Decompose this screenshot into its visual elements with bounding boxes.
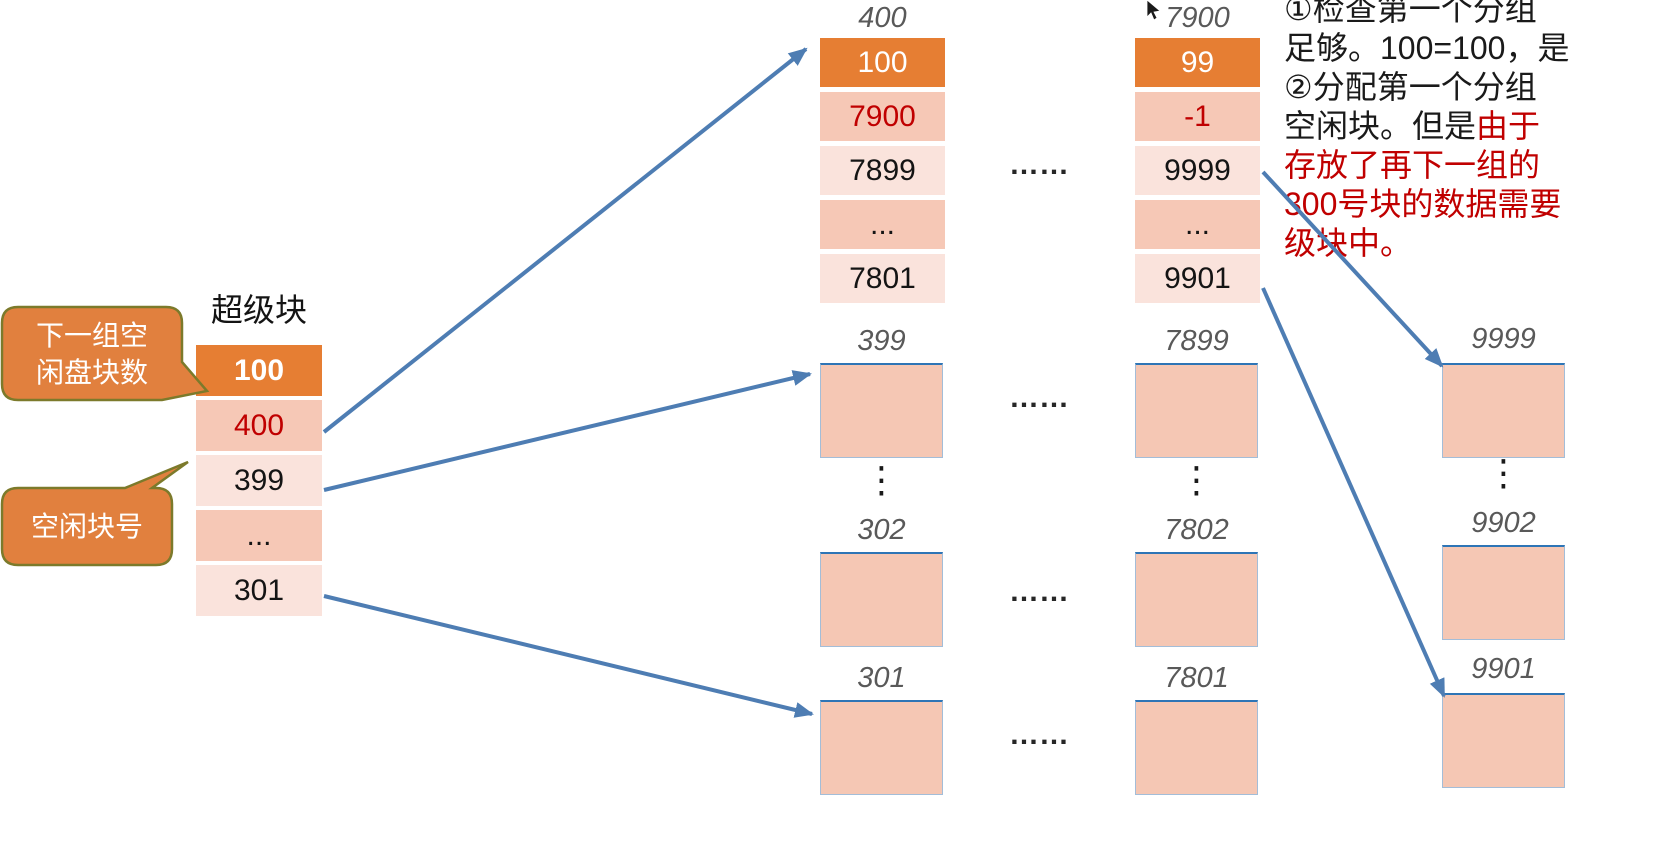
superblock-title: 超级块 xyxy=(211,292,308,328)
annotation-line: 300号块的数据需要 xyxy=(1284,186,1562,222)
block-label: 301 xyxy=(857,662,906,694)
group-table-400-header: 400 xyxy=(858,2,907,34)
superblock-cell: 301 xyxy=(196,565,322,616)
group-cell: ... xyxy=(1135,200,1260,249)
block-label: 9901 xyxy=(1471,653,1536,685)
callout-free-block-number: 空闲块号 xyxy=(2,488,172,565)
disk-block xyxy=(1135,552,1258,647)
group-table-400: 100 7900 7899 ... 7801 xyxy=(820,38,945,303)
callout-next-group-count: 下一组空闲盘块数 xyxy=(2,307,182,400)
horizontal-ellipsis: …… xyxy=(1009,575,1069,608)
callout-label: 空闲块号 xyxy=(30,511,143,542)
annotation-line: ①检查第一个分组 xyxy=(1284,0,1537,27)
group-table-7900: 99 -1 9999 ... 9901 xyxy=(1135,38,1260,303)
callout-label: 下一组空闲盘块数 xyxy=(35,319,148,388)
group-cell: 7900 xyxy=(820,92,945,141)
block-label: 302 xyxy=(857,514,906,546)
arrow-superblock-to-block301 xyxy=(323,594,814,718)
group-cell: 7801 xyxy=(820,254,945,303)
annotation-segment: 空闲块。但是 xyxy=(1284,108,1477,144)
horizontal-ellipsis: …… xyxy=(1009,381,1069,414)
block-label: 7802 xyxy=(1164,514,1229,546)
superblock-cell-free-count: 100 xyxy=(196,345,322,396)
annotation-text: ①检查第一个分组 足够。100=100，是 ②分配第一个分组 空闲块。但是由于 … xyxy=(1284,0,1670,263)
group-cell: ... xyxy=(820,200,945,249)
horizontal-ellipsis: …… xyxy=(1009,148,1069,181)
disk-block xyxy=(820,552,943,647)
disk-block xyxy=(820,363,943,458)
disk-block xyxy=(820,700,943,795)
superblock-cell: 400 xyxy=(196,400,322,451)
annotation-line: ②分配第一个分组 xyxy=(1284,69,1537,105)
disk-block xyxy=(1442,693,1565,788)
disk-block xyxy=(1135,700,1258,795)
block-label: 7801 xyxy=(1164,662,1229,694)
vertical-ellipsis: ⋮ xyxy=(1178,460,1215,501)
vertical-ellipsis: ⋮ xyxy=(1485,453,1522,494)
block-label: 7899 xyxy=(1164,325,1229,357)
group-cell: 7899 xyxy=(820,146,945,195)
block-label: 399 xyxy=(857,325,906,357)
block-label: 9999 xyxy=(1471,323,1536,355)
annotation-line: 空闲块。但是由于 xyxy=(1284,107,1670,146)
vertical-ellipsis: ⋮ xyxy=(863,460,900,501)
group-cell-count: 99 xyxy=(1135,38,1260,87)
group-cell-count: 100 xyxy=(820,38,945,87)
disk-block xyxy=(1135,363,1258,458)
group-cell: -1 xyxy=(1135,92,1260,141)
annotation-line: 存放了再下一组的 xyxy=(1284,147,1541,183)
group-cell: 9999 xyxy=(1135,146,1260,195)
superblock-cell: 399 xyxy=(196,455,322,506)
arrow-superblock-to-group400 xyxy=(322,47,808,434)
disk-block xyxy=(1442,363,1565,458)
arrow-superblock-to-block399 xyxy=(323,370,812,492)
block-label: 9902 xyxy=(1471,507,1536,539)
annotation-line: 足够。100=100，是 xyxy=(1284,30,1570,66)
annotation-line: 级块中。 xyxy=(1284,225,1413,261)
superblock-cell: ... xyxy=(196,510,322,561)
annotation-segment-red: 由于 xyxy=(1476,108,1541,144)
group-cell: 9901 xyxy=(1135,254,1260,303)
disk-block xyxy=(1442,545,1565,640)
horizontal-ellipsis: …… xyxy=(1009,718,1069,751)
superblock-table: 100 400 399 ... 301 xyxy=(196,345,322,616)
group-table-7900-header: 7900 xyxy=(1165,2,1230,34)
arrow-9901cell-to-block9901 xyxy=(1261,287,1446,698)
